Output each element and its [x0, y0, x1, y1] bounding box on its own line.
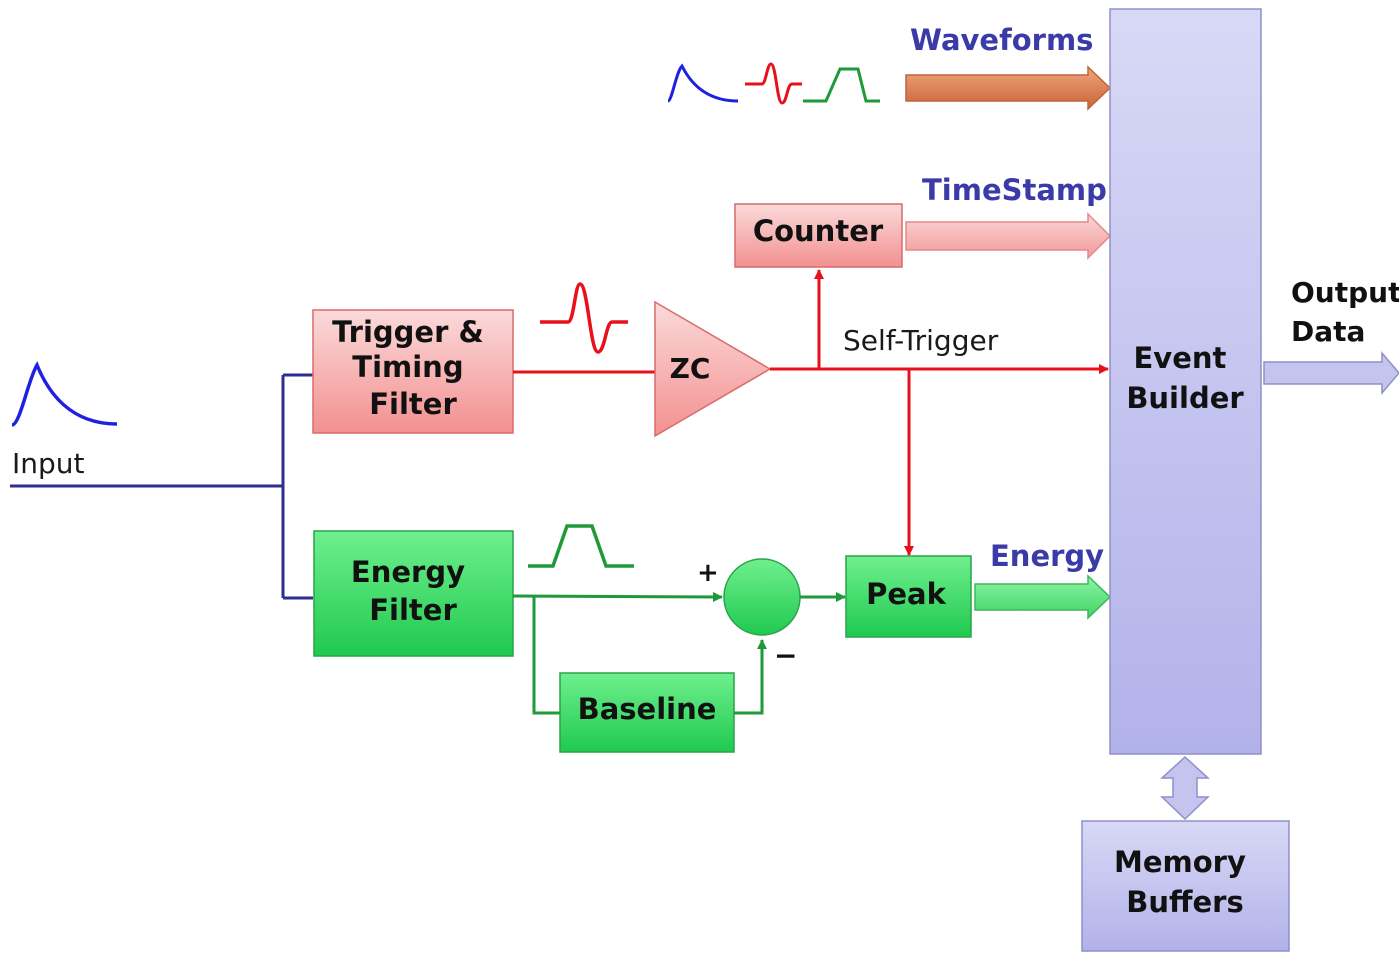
- output-data-label-2: Data: [1291, 315, 1365, 348]
- self-trigger-label: Self-Trigger: [843, 324, 999, 357]
- baseline-to-summer-line: [734, 639, 767, 715]
- output-data-label-1: Output: [1291, 276, 1399, 309]
- event-builder-label-1: Event: [1134, 341, 1227, 375]
- zc-comparator-block: [654, 300, 772, 438]
- trigger-timing-filter-block: [312, 309, 514, 434]
- plus-sign: +: [697, 558, 719, 588]
- memory-buffers-block: [1081, 820, 1290, 952]
- event-builder-block: [1109, 8, 1262, 755]
- peak-label: Peak: [866, 577, 946, 611]
- memory-buffers-label-1: Memory: [1114, 845, 1246, 879]
- input-label: Input: [12, 447, 85, 480]
- svg-text:Trigger & Timing Filte: Trigger & Timing Filter: [332, 315, 494, 421]
- energy-to-baseline-line: [532, 596, 560, 715]
- svg-text:Output Data: Output Data: [1291, 276, 1399, 348]
- waveform-green-pulse-icon: [803, 67, 880, 103]
- input-line: [10, 373, 313, 600]
- memory-buffers-label-2: Buffers: [1126, 885, 1243, 919]
- output-data-arrow: [1263, 350, 1399, 396]
- svg-text:Memory Buffers: Memory Buffers: [1114, 845, 1256, 919]
- waveform-blue-pulse-icon: [666, 63, 739, 103]
- waveform-red-pulse-icon: [745, 62, 802, 105]
- waveforms-arrow: [905, 65, 1112, 111]
- energy-to-summer-line: [512, 591, 723, 602]
- minus-sign: −: [774, 639, 797, 672]
- svg-text:Event Builder: Event Builder: [1126, 341, 1244, 415]
- trigger-filter-label-3: Filter: [369, 387, 457, 421]
- counter-label: Counter: [753, 214, 884, 248]
- summing-junction: [723, 558, 801, 636]
- waveforms-label: Waveforms: [910, 23, 1093, 57]
- baseline-block: [559, 672, 735, 753]
- trapezoid-pulse-icon: [528, 524, 634, 568]
- memory-double-arrow: [1160, 755, 1210, 821]
- trigger-filter-label-1: Trigger &: [332, 315, 484, 349]
- zc-label: ZC: [670, 352, 711, 385]
- event-builder-label-2: Builder: [1126, 381, 1244, 415]
- energy-label: Energy: [990, 539, 1104, 573]
- timestamp-arrow: [905, 212, 1112, 260]
- energy-filter-label-2: Filter: [369, 593, 457, 627]
- energy-filter-block: [313, 530, 514, 657]
- input-pulse-icon: [11, 361, 118, 427]
- svg-text:Energy Filter: Energy Filter: [351, 555, 475, 627]
- peak-block: [845, 555, 972, 638]
- counter-block: [734, 203, 903, 268]
- timestamp-label: TimeStamp: [922, 173, 1107, 207]
- baseline-label: Baseline: [578, 692, 717, 726]
- bipolar-pulse-icon-trigger: [540, 282, 628, 354]
- energy-filter-label-1: Energy: [351, 555, 465, 589]
- trigger-filter-label-2: Timing: [352, 350, 463, 384]
- energy-arrow: [974, 574, 1112, 620]
